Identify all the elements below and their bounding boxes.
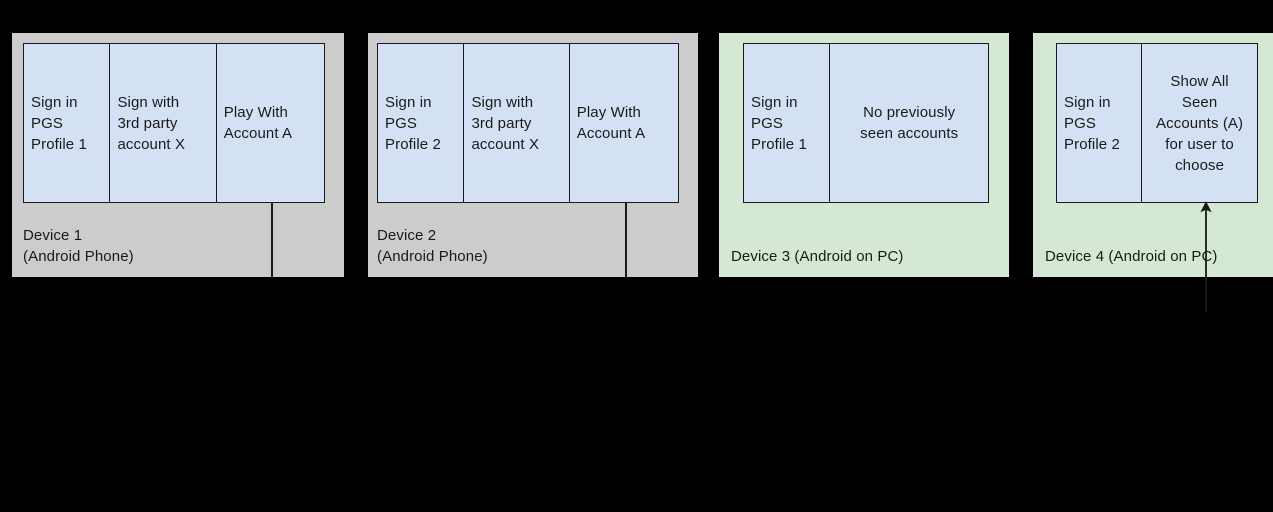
device-1-label: Device 1 (Android Phone) bbox=[23, 227, 134, 265]
device-3-step-row: Sign in PGS Profile 1 No previously seen… bbox=[743, 43, 989, 203]
device-4-label: Device 4 (Android on PC) bbox=[1045, 248, 1218, 265]
device-3-step-1[interactable]: Sign in PGS Profile 1 bbox=[744, 44, 831, 202]
device-2-label: Device 2 (Android Phone) bbox=[377, 227, 488, 265]
device-1-step-1[interactable]: Sign in PGS Profile 1 bbox=[24, 44, 111, 202]
device-2-step-2[interactable]: Sign with 3rd party account X bbox=[464, 44, 570, 202]
device-4-incoming-arrow bbox=[1200, 201, 1212, 312]
device-3-step-2[interactable]: No previously seen accounts bbox=[830, 44, 988, 202]
arrow-head bbox=[1200, 201, 1212, 213]
device-1-step-2[interactable]: Sign with 3rd party account X bbox=[110, 44, 217, 202]
device-2-step-row: Sign in PGS Profile 2 Sign with 3rd part… bbox=[377, 43, 679, 203]
device-1-panel-divider bbox=[271, 203, 273, 277]
device-4-step-1[interactable]: Sign in PGS Profile 2 bbox=[1057, 44, 1143, 202]
device-4-step-row: Sign in PGS Profile 2 Show All Seen Acco… bbox=[1056, 43, 1258, 203]
device-2-step-3[interactable]: Play With Account A bbox=[569, 44, 678, 202]
device-2-panel-divider bbox=[625, 203, 627, 277]
device-4-step-2[interactable]: Show All Seen Accounts (A) for user to c… bbox=[1142, 44, 1257, 202]
device-1-step-3[interactable]: Play With Account A bbox=[216, 44, 324, 202]
device-2-step-1[interactable]: Sign in PGS Profile 2 bbox=[378, 44, 465, 202]
device-3-label: Device 3 (Android on PC) bbox=[731, 248, 904, 265]
device-1-step-row: Sign in PGS Profile 1 Sign with 3rd part… bbox=[23, 43, 325, 203]
